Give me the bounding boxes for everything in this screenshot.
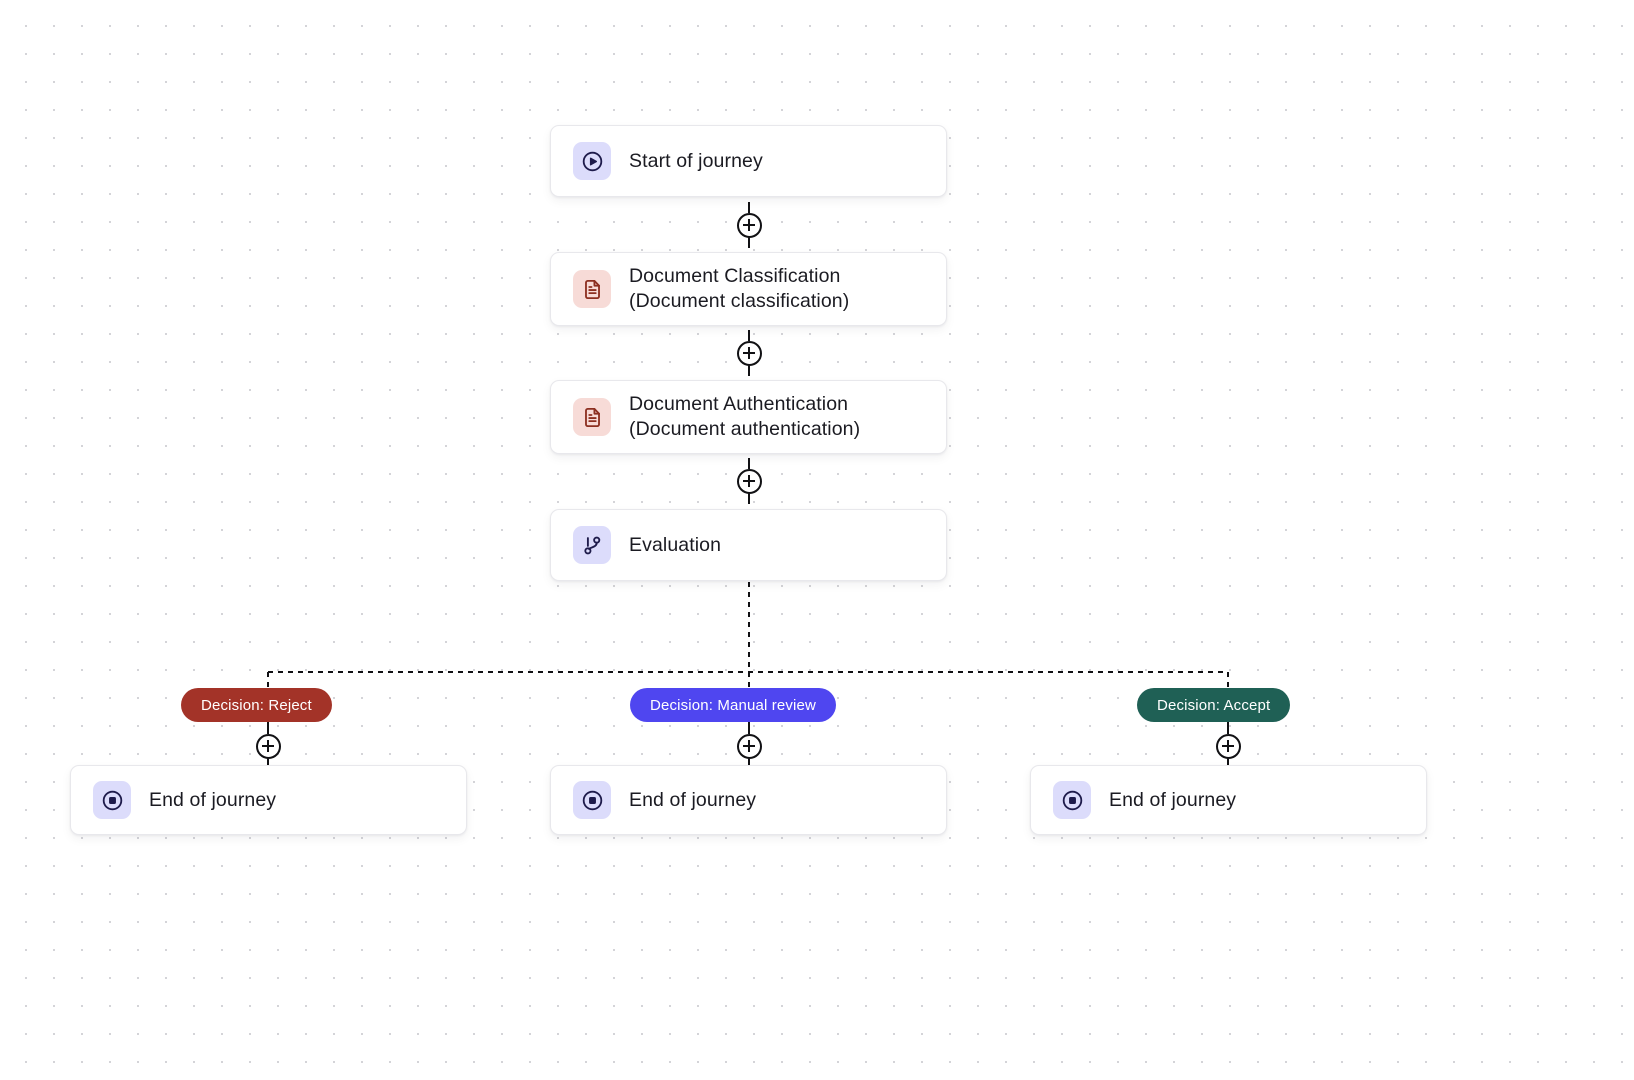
plus-icon: [255, 733, 281, 759]
connector-stub: [748, 330, 750, 341]
connector-stub: [748, 723, 750, 734]
connector-stub: [748, 202, 750, 213]
node-label: Document Authentication (Document authen…: [629, 393, 861, 440]
stop-circle-icon: [1053, 781, 1091, 819]
node-end-of-journey-reject[interactable]: End of journey: [70, 765, 467, 835]
node-label: Start of journey: [629, 149, 763, 172]
node-start-of-journey[interactable]: Start of journey: [550, 125, 947, 197]
add-step-button-manual-review-to-end[interactable]: [729, 723, 769, 769]
add-step-button-start-to-classification[interactable]: [729, 202, 769, 248]
add-step-button-classification-to-authentication[interactable]: [729, 330, 769, 376]
connector-stub: [267, 758, 269, 769]
node-end-of-journey-manual-review[interactable]: End of journey: [550, 765, 947, 835]
plus-icon: [736, 468, 762, 494]
node-label: Document Classification (Document classi…: [629, 265, 850, 312]
decision-badge-label: Decision: Manual review: [650, 696, 817, 714]
node-label: End of journey: [149, 788, 277, 811]
node-label: End of journey: [1109, 788, 1237, 811]
decision-badge-accept[interactable]: Decision: Accept: [1137, 688, 1291, 722]
connector-stub: [748, 493, 750, 504]
node-document-authentication[interactable]: Document Authentication (Document authen…: [550, 380, 947, 454]
connector-stub: [267, 723, 269, 734]
add-step-button-reject-to-end[interactable]: [248, 723, 288, 769]
node-evaluation[interactable]: Evaluation: [550, 509, 947, 581]
plus-icon: [736, 733, 762, 759]
plus-icon: [1215, 733, 1241, 759]
file-text-icon: [573, 398, 611, 436]
play-circle-icon: [573, 142, 611, 180]
decision-badge-manual-review[interactable]: Decision: Manual review: [630, 688, 837, 722]
decision-badge-reject[interactable]: Decision: Reject: [181, 688, 332, 722]
add-step-button-authentication-to-evaluation[interactable]: [729, 458, 769, 504]
node-document-classification[interactable]: Document Classification (Document classi…: [550, 252, 947, 326]
connector-stub: [1227, 723, 1229, 734]
node-label: Evaluation: [629, 533, 722, 556]
file-text-icon: [573, 270, 611, 308]
plus-icon: [736, 212, 762, 238]
connector-stub: [748, 758, 750, 769]
connector-stub: [748, 458, 750, 469]
stop-circle-icon: [93, 781, 131, 819]
stop-circle-icon: [573, 781, 611, 819]
node-end-of-journey-accept[interactable]: End of journey: [1030, 765, 1427, 835]
add-step-button-accept-to-end[interactable]: [1208, 723, 1248, 769]
connector-stub: [748, 237, 750, 248]
connector-stub: [748, 365, 750, 376]
decision-badge-label: Decision: Accept: [1157, 696, 1271, 714]
node-label: End of journey: [629, 788, 757, 811]
plus-icon: [736, 340, 762, 366]
decision-badge-label: Decision: Reject: [201, 696, 312, 714]
connector-stub: [1227, 758, 1229, 769]
git-branch-icon: [573, 526, 611, 564]
